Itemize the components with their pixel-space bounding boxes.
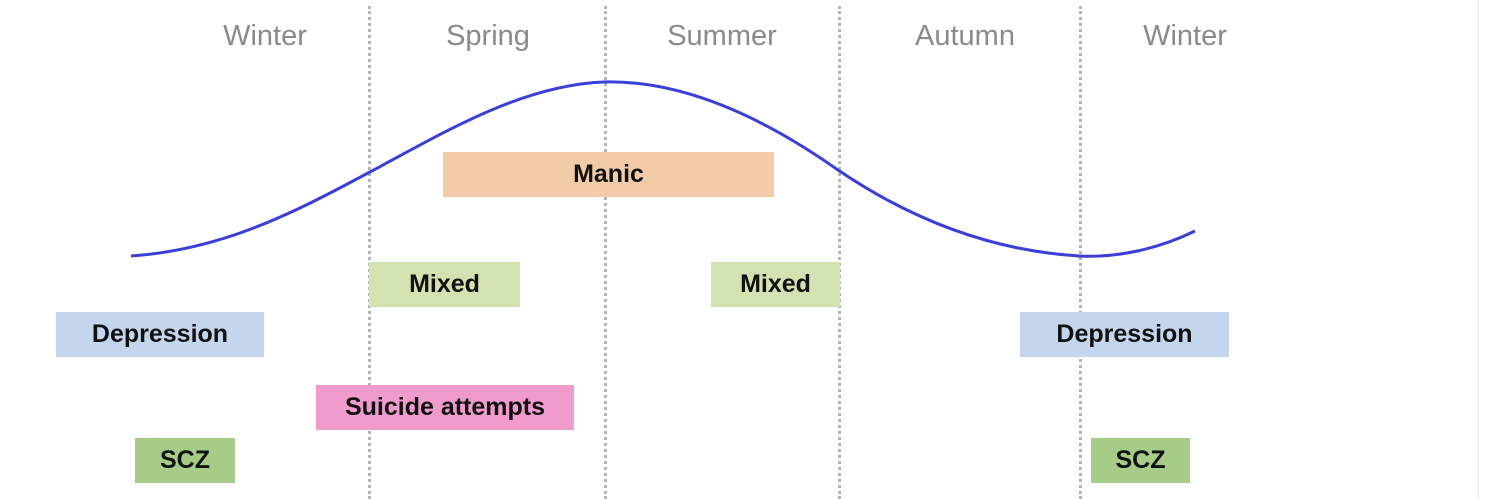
season-label-winter-end: Winter bbox=[1143, 20, 1227, 52]
season-label-spring: Spring bbox=[446, 20, 530, 52]
manic-box: Manic bbox=[443, 152, 774, 197]
mixed-box-spring: Mixed bbox=[369, 262, 520, 307]
mixed-box-autumn: Mixed bbox=[711, 262, 840, 307]
season-label-winter-start: Winter bbox=[223, 20, 307, 52]
slide-edge bbox=[1478, 0, 1479, 499]
depression-box-winter-end: Depression bbox=[1020, 312, 1229, 357]
season-label-summer: Summer bbox=[667, 20, 777, 52]
depression-box-winter-start: Depression bbox=[56, 312, 264, 357]
suicide-attempts-box: Suicide attempts bbox=[316, 385, 574, 430]
season-divider-summer-autumn bbox=[838, 6, 841, 499]
season-label-autumn: Autumn bbox=[915, 20, 1015, 52]
season-divider-autumn-winter bbox=[1079, 6, 1082, 499]
season-divider-winter-spring bbox=[368, 6, 371, 499]
curve-line bbox=[130, 80, 1196, 258]
season-divider-spring-summer bbox=[604, 6, 607, 499]
scz-box-winter-end: SCZ bbox=[1091, 438, 1190, 483]
scz-box-winter-start: SCZ bbox=[135, 438, 235, 483]
